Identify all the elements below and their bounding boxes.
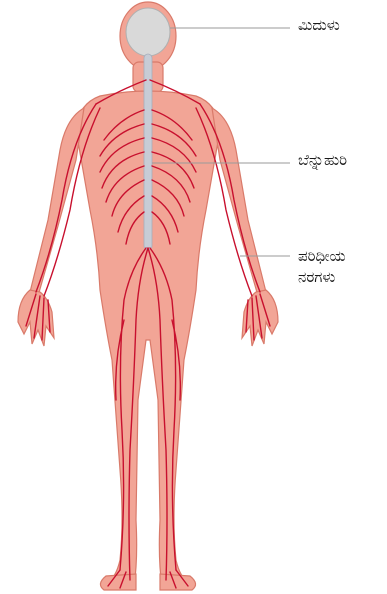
label-peripheral-nerves: ಪರಿಧೀಯ ನರಗಳು	[298, 246, 346, 288]
left-foot	[100, 574, 136, 590]
label-spinal-cord: ಬೆನ್ನುಹುರಿ	[298, 150, 347, 171]
label-peripheral-line1: ಪರಿಧೀಯ	[298, 246, 346, 267]
brain	[126, 8, 170, 56]
right-foot	[160, 574, 196, 590]
spinal-cord	[144, 54, 152, 250]
right-arm	[212, 108, 266, 296]
label-peripheral-line2: ನರಗಳು	[298, 267, 346, 288]
label-brain: ಮಿದುಳು	[298, 15, 340, 36]
left-arm	[30, 108, 84, 296]
